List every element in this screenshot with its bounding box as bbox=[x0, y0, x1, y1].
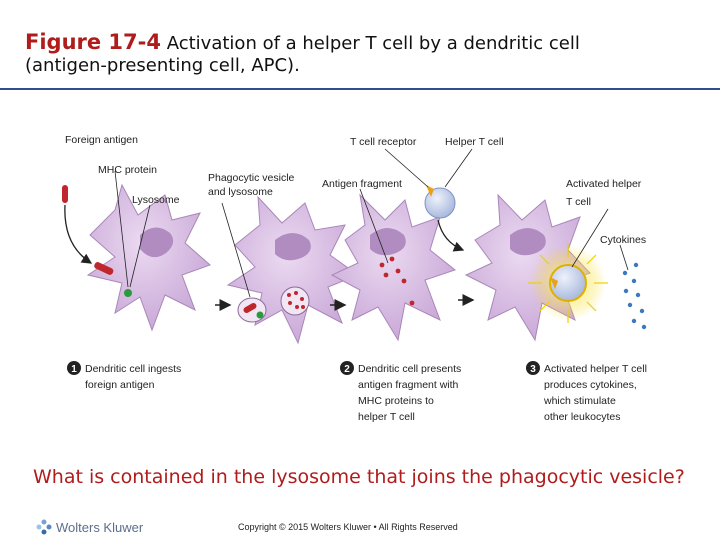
step-2-line-2: antigen fragment with bbox=[358, 379, 459, 391]
step-1-number: 1 bbox=[71, 364, 77, 375]
wolters-kluwer-logo-icon bbox=[35, 518, 53, 536]
figure-title-continued: (antigen-presenting cell, APC). bbox=[25, 55, 300, 76]
digestion-vesicle bbox=[281, 287, 309, 315]
step-2-line-3: MHC proteins to bbox=[358, 395, 434, 407]
step-3: 3 Activated helper T cell produces cytok… bbox=[526, 361, 647, 423]
step-1: 1 Dendritic cell ingests foreign antigen bbox=[67, 361, 181, 391]
step-2-line-1: Dendritic cell presents bbox=[358, 363, 461, 375]
step-3-line-2: produces cytokines, bbox=[544, 379, 637, 391]
label-helper-t-cell: Helper T cell bbox=[445, 136, 504, 148]
step-1-line-1: Dendritic cell ingests bbox=[85, 363, 181, 375]
step-3-line-3: which stimulate bbox=[543, 395, 616, 407]
label-activated-t-cell: T cell bbox=[566, 196, 591, 208]
label-t-cell-receptor: T cell receptor bbox=[350, 136, 417, 148]
header-divider bbox=[0, 88, 720, 90]
step-3-number: 3 bbox=[530, 364, 536, 375]
foreign-antigen-marker bbox=[62, 185, 68, 203]
dendritic-cell-1 bbox=[88, 185, 210, 330]
copyright-notice: Copyright © 2015 Wolters Kluwer • All Ri… bbox=[238, 522, 458, 532]
step-3-line-1: Activated helper T cell bbox=[544, 363, 647, 375]
label-antigen-fragment: Antigen fragment bbox=[322, 178, 402, 190]
label-mhc-protein: MHC protein bbox=[98, 164, 157, 176]
step-3-line-4: other leukocytes bbox=[544, 411, 620, 423]
dendritic-cell-2 bbox=[228, 197, 358, 343]
label-and-lysosome: and lysosome bbox=[208, 186, 273, 198]
cytokines bbox=[623, 263, 646, 329]
label-cytokines: Cytokines bbox=[600, 234, 646, 246]
lysosome-2 bbox=[257, 312, 264, 319]
step-2: 2 Dendritic cell presents antigen fragme… bbox=[340, 361, 461, 423]
logo-text: Wolters Kluwer bbox=[56, 520, 143, 535]
figure-label: Figure 17-4 bbox=[25, 30, 161, 54]
question-text: What is contained in the lysosome that j… bbox=[33, 465, 703, 490]
step-2-line-4: helper T cell bbox=[358, 411, 415, 423]
activated-helper-t-cell bbox=[528, 243, 608, 323]
figure-title-text: Activation of a helper T cell by a dendr… bbox=[167, 33, 580, 54]
label-phagocytic-vesicle: Phagocytic vesicle bbox=[208, 172, 295, 184]
publisher-logo: Wolters Kluwer bbox=[35, 518, 143, 536]
helper-t-cell bbox=[425, 185, 455, 218]
step-1-line-2: foreign antigen bbox=[85, 379, 155, 391]
t-cell-activation-diagram: Foreign antigen MHC protein Lysosome Pha… bbox=[60, 125, 650, 435]
step-2-number: 2 bbox=[344, 364, 350, 375]
figure-title: Figure 17-4 Activation of a helper T cel… bbox=[25, 30, 580, 54]
label-lysosome: Lysosome bbox=[132, 194, 180, 206]
lysosome-1 bbox=[124, 289, 132, 297]
binding-arrow bbox=[438, 220, 463, 250]
label-foreign-antigen: Foreign antigen bbox=[65, 134, 138, 146]
label-activated-helper: Activated helper bbox=[566, 178, 642, 190]
ingest-arrow bbox=[65, 205, 91, 263]
